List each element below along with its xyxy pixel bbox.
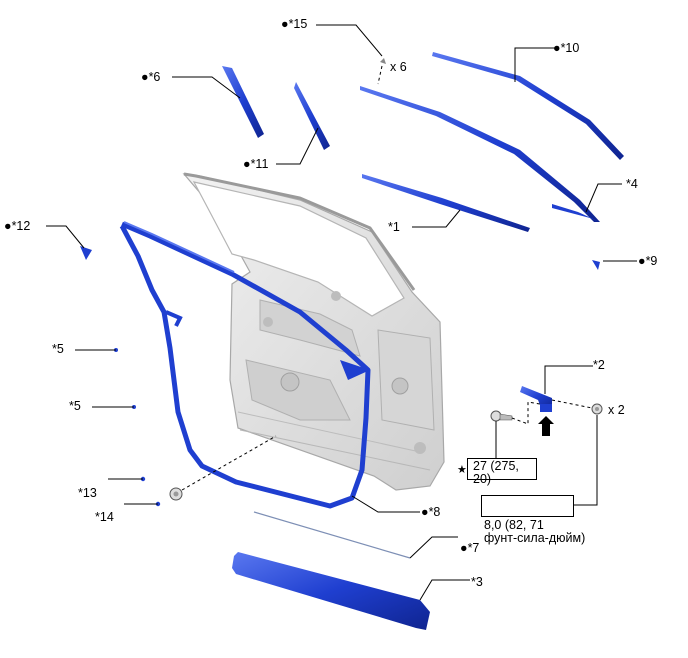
callout-text: *9 — [645, 254, 658, 268]
callout-5b: *5 — [69, 399, 81, 413]
torque-box-bolt — [481, 495, 574, 517]
torque-line: фунт-сила-дюйм) — [484, 531, 586, 545]
callout-9: ●*9 — [638, 254, 657, 268]
part-9 — [592, 260, 600, 270]
door-stopper-2 — [520, 386, 554, 436]
part-7-seal — [253, 511, 411, 559]
callout-marker: ● — [4, 219, 12, 233]
callout-text: *6 — [148, 70, 161, 84]
callout-3: *3 — [471, 575, 483, 589]
callout-1: *1 — [388, 220, 400, 234]
callout-15: ●*15 — [281, 17, 307, 31]
torque-star-icon: ★ — [457, 463, 467, 476]
quantity-clips: x 6 — [390, 60, 407, 74]
torque-value-bolt: 8,0 (82, 71 фунт-сила-дюйм) — [484, 519, 585, 545]
torque-box-screw — [467, 458, 537, 480]
part-4-upper-molding — [360, 86, 600, 222]
callout-text: *14 — [95, 510, 114, 524]
callout-text: *11 — [250, 157, 269, 171]
torque-line: 8,0 (82, 71 — [484, 518, 544, 532]
part-10 — [432, 52, 624, 160]
callout-text: *1 — [388, 220, 400, 234]
callout-text: *15 — [288, 17, 308, 31]
callout-4: *4 — [626, 177, 638, 191]
star-icon: ★ — [457, 463, 467, 476]
torque-value-screw: 27 (275, 20) — [473, 460, 519, 486]
callout-11: ●*11 — [243, 157, 268, 171]
callout-6: ●*6 — [141, 70, 160, 84]
part-11 — [294, 82, 330, 150]
part-3-rocker-molding — [232, 552, 430, 630]
door-weatherstrip-8 — [119, 221, 371, 509]
part-5-clips — [114, 348, 136, 409]
callout-marker: ● — [281, 17, 289, 31]
torque-line: 27 (275, — [473, 459, 519, 473]
quantity-bolts: x 2 — [608, 403, 625, 417]
dashed-leaders — [181, 65, 593, 491]
callout-marker: ● — [638, 254, 646, 268]
callout-marker: ● — [243, 157, 251, 171]
callout-text: *13 — [78, 486, 97, 500]
callout-marker: ● — [460, 541, 468, 555]
callout-text: *4 — [626, 177, 638, 191]
grommet — [169, 487, 183, 501]
part-6 — [222, 66, 264, 138]
bolt — [591, 403, 603, 415]
callout-text: *3 — [471, 575, 483, 589]
callout-text: *8 — [428, 505, 441, 519]
callout-text: *7 — [467, 541, 480, 555]
callout-marker: ● — [553, 41, 561, 55]
door-frame — [182, 172, 445, 491]
callout-13: *13 — [78, 486, 97, 500]
callout-8: ●*8 — [421, 505, 440, 519]
leader-lines — [46, 24, 637, 601]
callout-text: *2 — [593, 358, 605, 372]
callout-10: ●*10 — [553, 41, 579, 55]
torque-line: 20) — [473, 472, 492, 486]
part-1-belt-molding — [362, 174, 530, 232]
part-12 — [80, 246, 92, 260]
callout-marker: ● — [421, 505, 429, 519]
callout-text: *5 — [52, 342, 64, 356]
callout-text: *5 — [69, 399, 81, 413]
callout-text: *12 — [11, 219, 31, 233]
callout-14: *14 — [95, 510, 114, 524]
clip-15 — [380, 58, 386, 64]
callout-5a: *5 — [52, 342, 64, 356]
callout-text: *10 — [560, 41, 580, 55]
screw — [490, 410, 513, 422]
callout-2: *2 — [593, 358, 605, 372]
callout-marker: ● — [141, 70, 149, 84]
callout-7: ●*7 — [460, 541, 479, 555]
parts-13-14 — [140, 476, 161, 507]
callout-12: ●*12 — [4, 219, 30, 233]
